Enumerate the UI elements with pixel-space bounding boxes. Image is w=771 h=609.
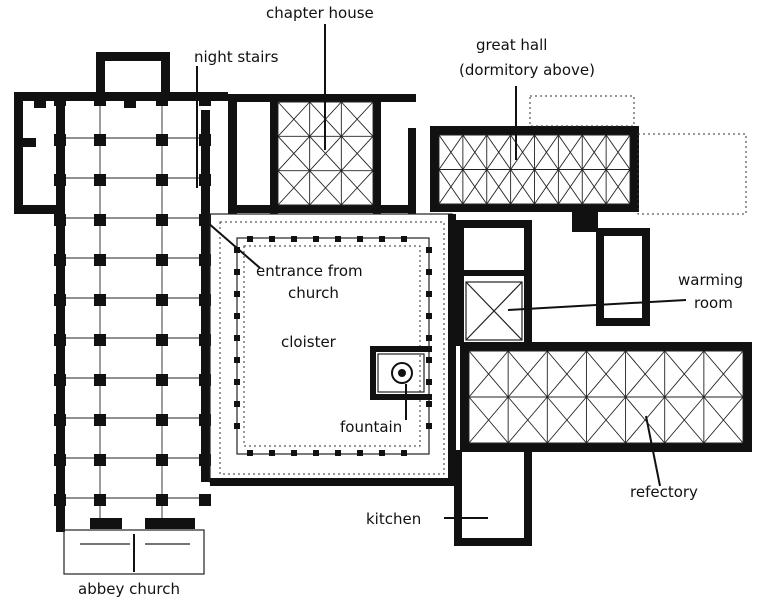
label-kitchen: kitchen	[366, 510, 421, 528]
label-warming: warming	[678, 271, 743, 289]
label-refectory: refectory	[630, 483, 698, 501]
label-entrance-from: entrance from	[256, 262, 363, 280]
leader-lines	[133, 24, 687, 572]
label-room: room	[694, 294, 733, 312]
great-hall-plan	[430, 95, 747, 215]
label-cloister: cloister	[281, 333, 337, 351]
labels: chapter house night stairs great hall (d…	[78, 4, 743, 598]
label-church: church	[288, 284, 339, 302]
label-dormitory-above: (dormitory above)	[459, 61, 595, 79]
chapter-house-plan	[228, 94, 416, 214]
label-chapter-house: chapter house	[266, 4, 374, 22]
label-great-hall: great hall	[476, 36, 547, 54]
label-fountain: fountain	[340, 418, 402, 436]
warming-room-plan	[456, 210, 650, 346]
label-abbey-church: abbey church	[78, 580, 180, 598]
refectory-plan	[460, 342, 752, 452]
abbey-church-plan	[14, 52, 228, 575]
kitchen-plan	[454, 450, 532, 546]
label-night-stairs: night stairs	[194, 48, 279, 66]
fountain-plan	[370, 346, 432, 400]
